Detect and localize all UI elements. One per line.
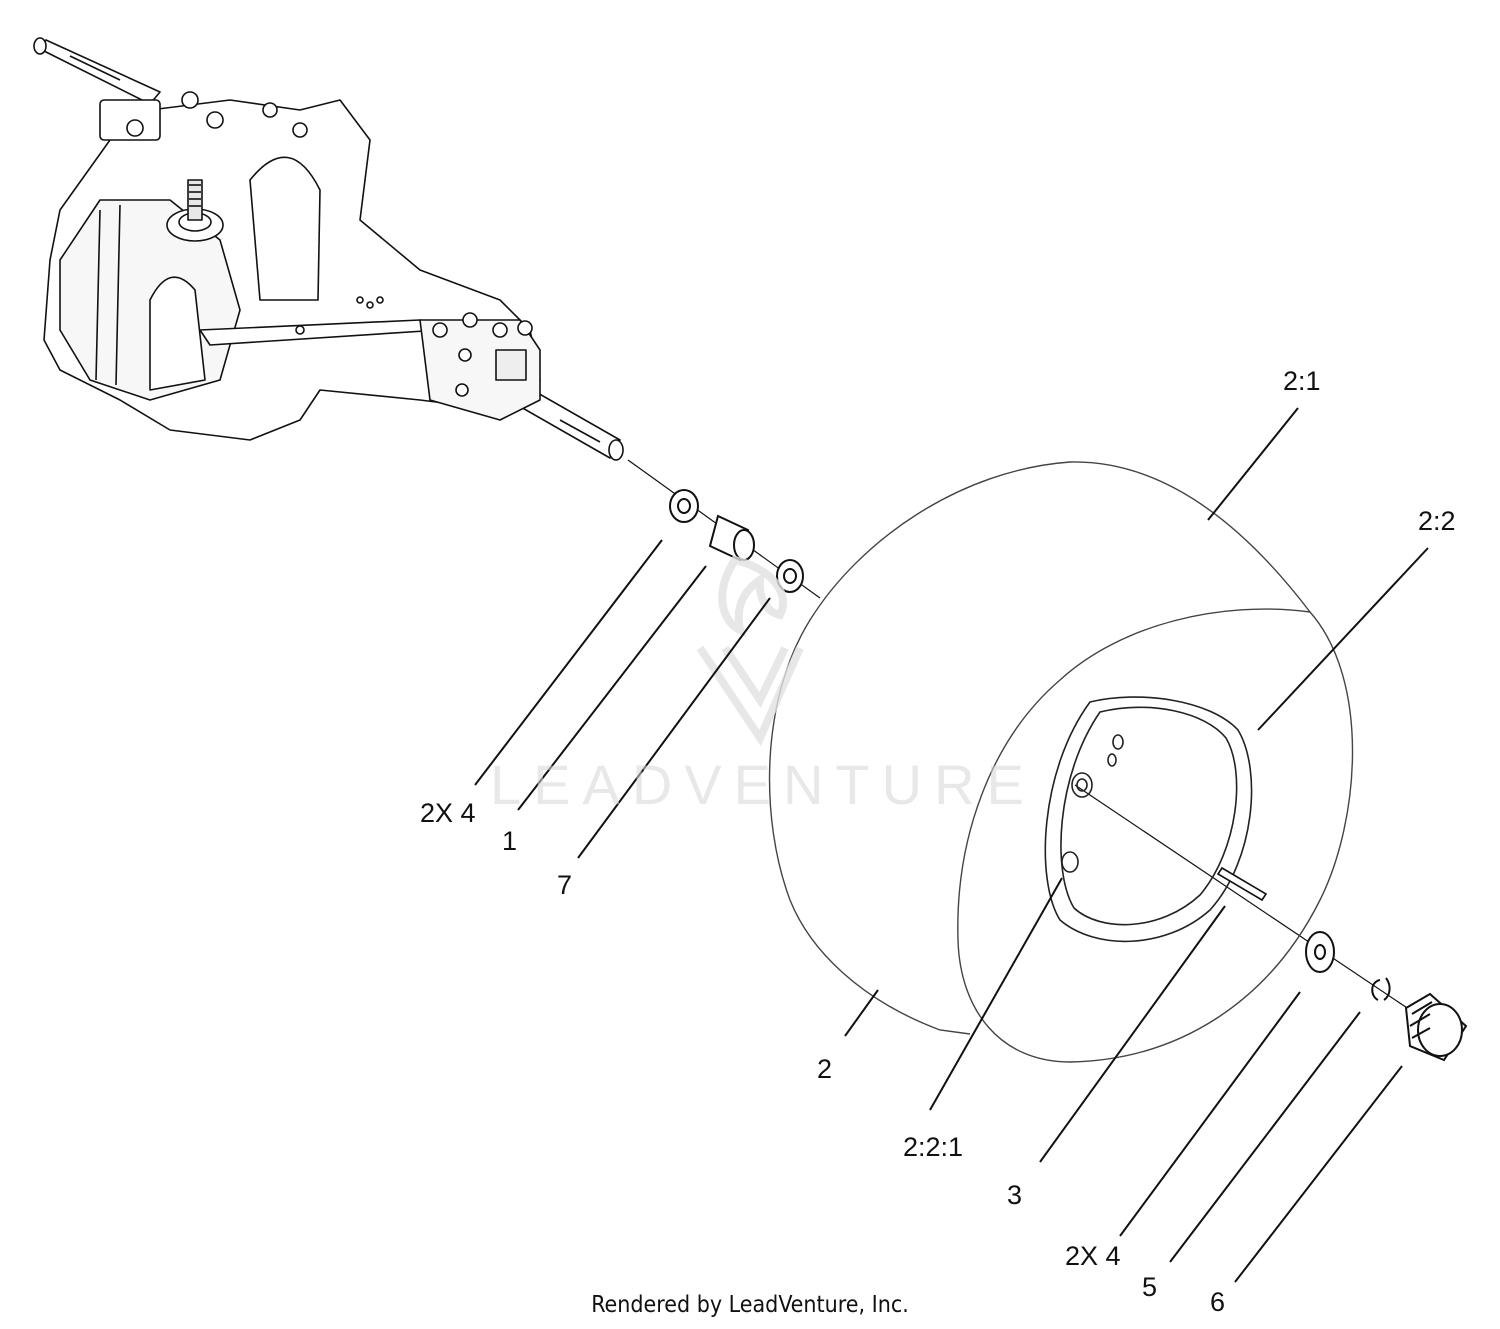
retaining-clip-5	[1371, 977, 1391, 1001]
hub-cap-6	[1404, 992, 1468, 1062]
callout-6: 6	[1210, 1287, 1226, 1317]
footer-credit: Rendered by LeadVenture, Inc.	[591, 1292, 909, 1318]
callout-2-1: 2:1	[1283, 366, 1321, 396]
washer-4-left	[669, 489, 699, 523]
callout-2x4-left: 2X 4	[420, 798, 476, 828]
watermark-text: LEADVENTURE	[490, 753, 1036, 816]
tire	[768, 461, 1354, 1063]
callout-5: 5	[1142, 1272, 1158, 1302]
callout-2x4-right: 2X 4	[1065, 1241, 1121, 1271]
washer-4-right	[1305, 931, 1335, 973]
callout-2: 2	[817, 1054, 833, 1084]
washer-7	[776, 559, 804, 593]
callout-7: 7	[557, 870, 573, 900]
callout-1: 1	[502, 826, 518, 856]
key-3	[1216, 866, 1268, 902]
leader-lines	[474, 407, 1429, 1283]
callout-2-2-1: 2:2:1	[903, 1132, 964, 1162]
wheel-rim	[1044, 696, 1253, 943]
callout-3: 3	[1007, 1180, 1023, 1210]
watermark-logo	[696, 555, 804, 747]
transaxle-assembly	[33, 37, 624, 461]
callout-2-2: 2:2	[1418, 506, 1456, 536]
spacer-1	[708, 514, 755, 562]
